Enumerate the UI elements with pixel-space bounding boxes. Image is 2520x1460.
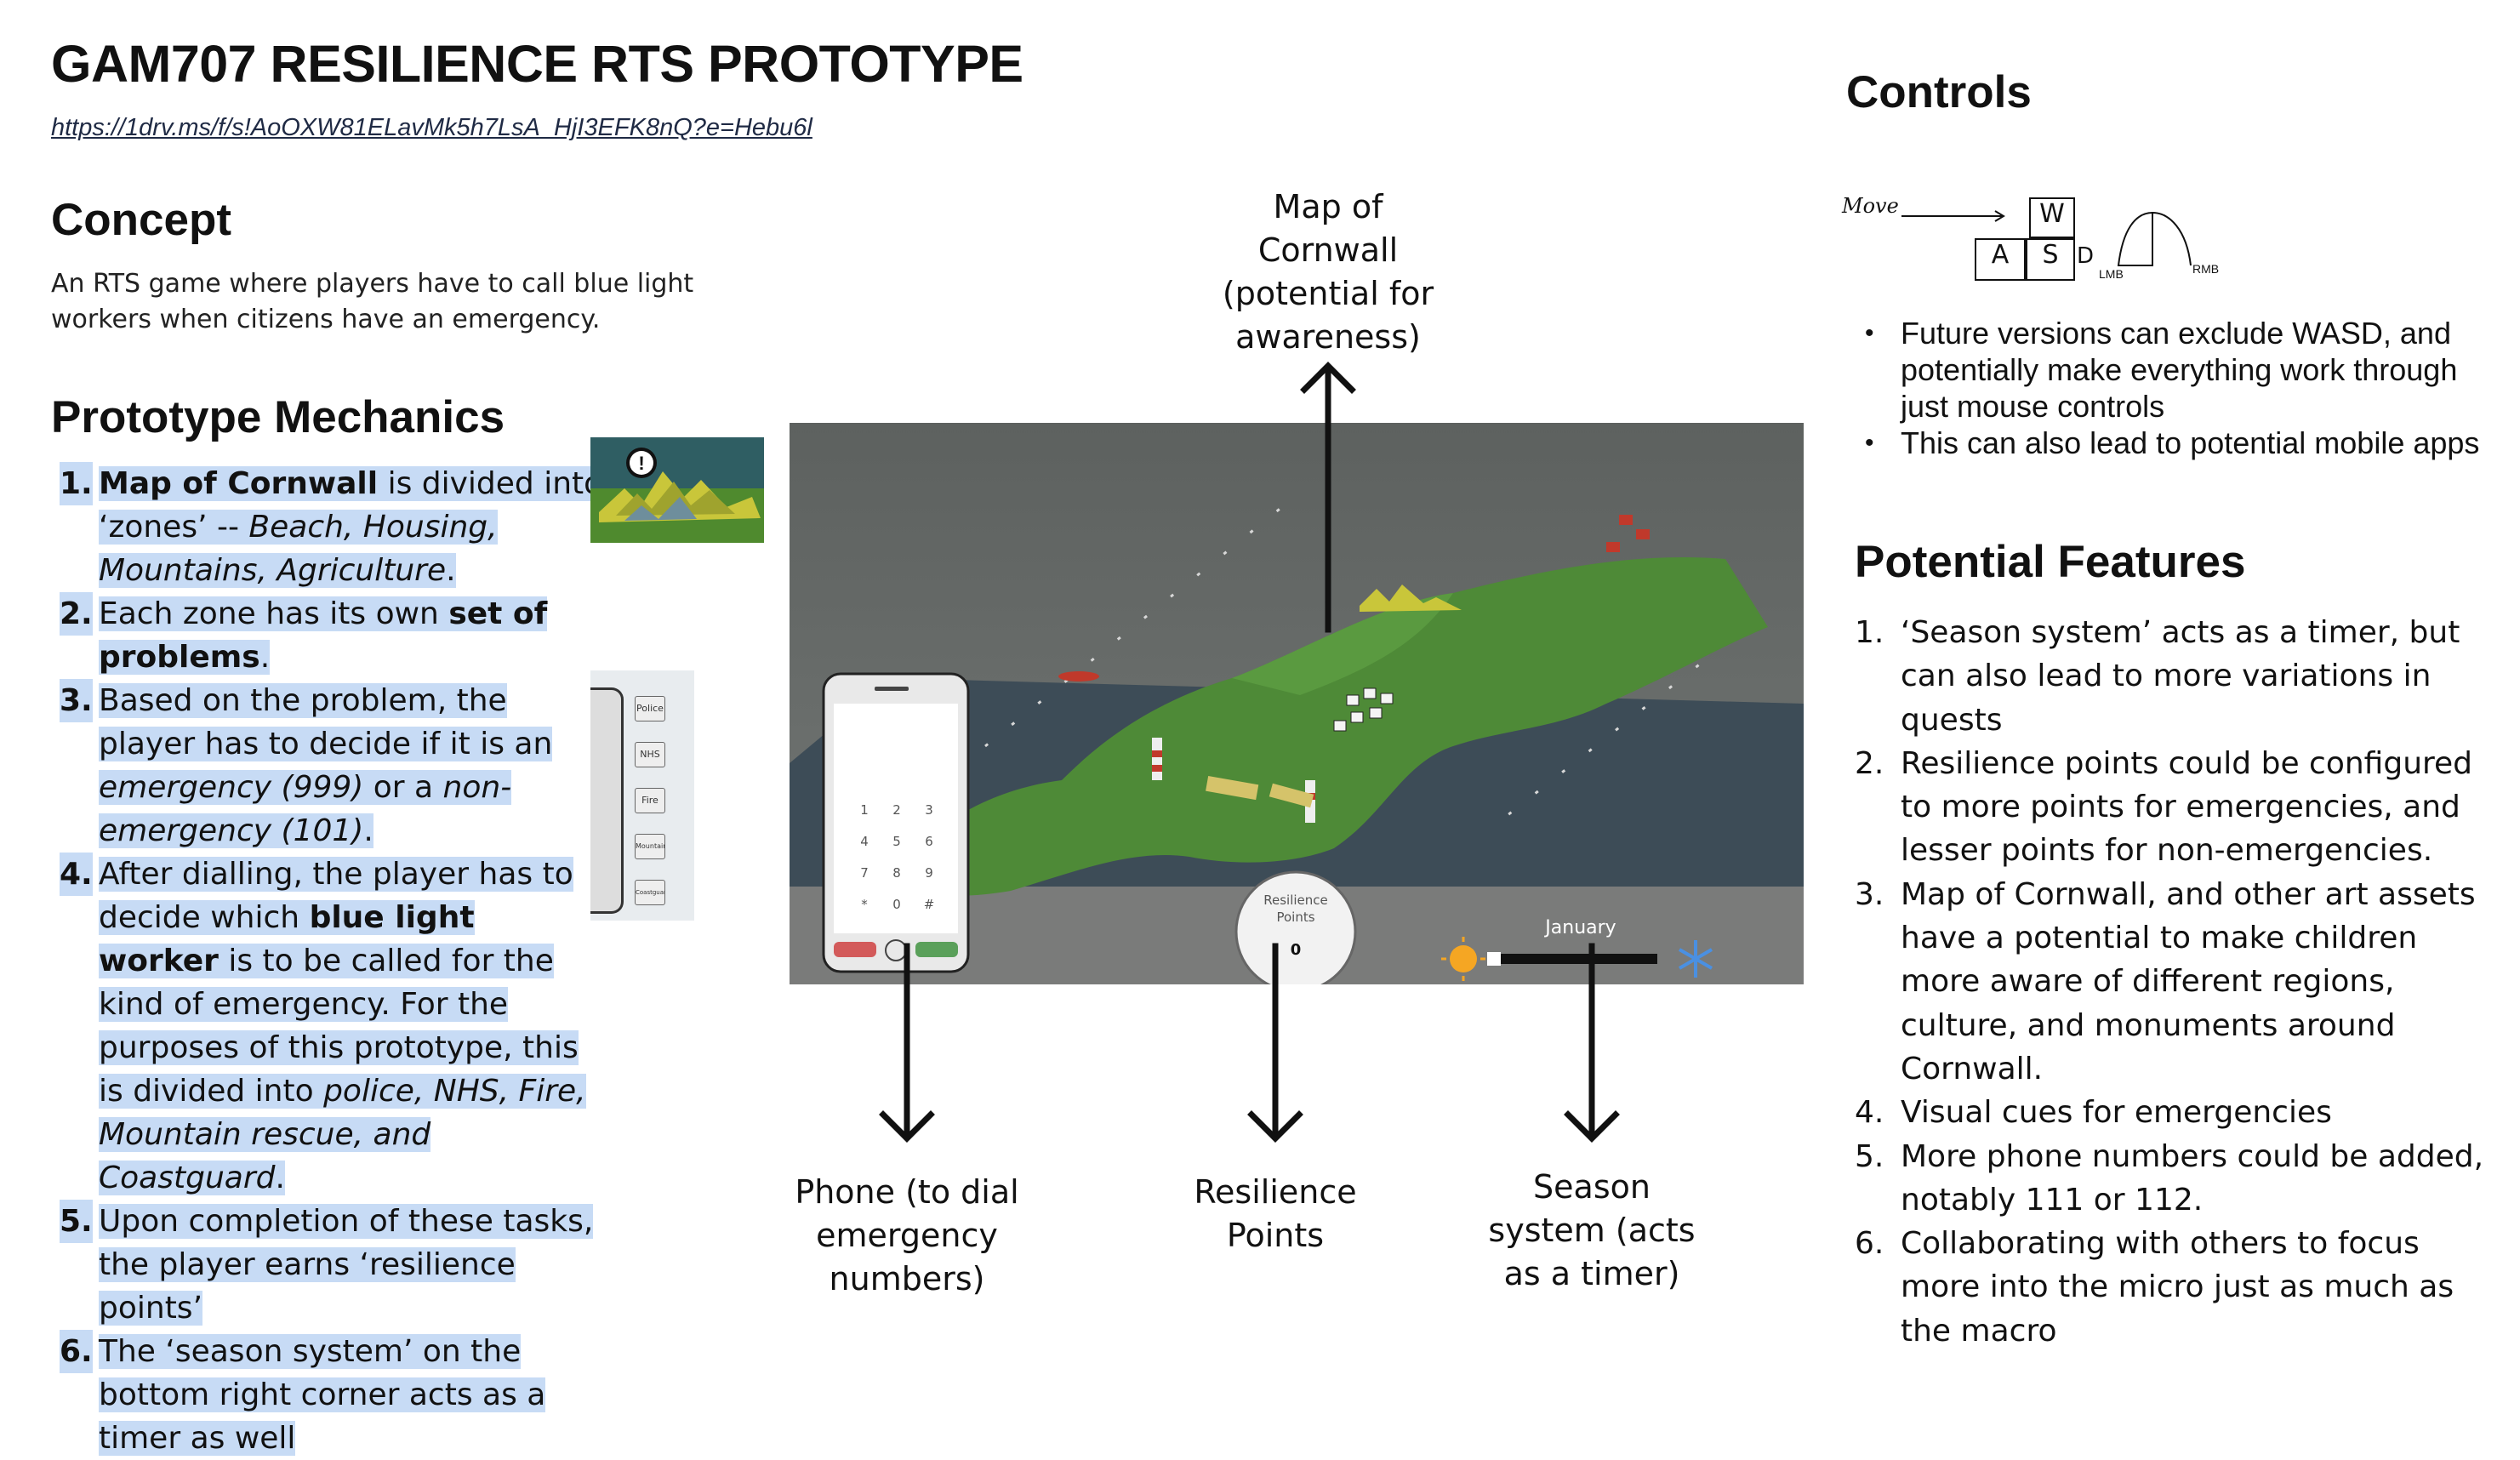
- controls-notes: Future versions can exclude WASD, and po…: [1855, 315, 2484, 461]
- features-heading: Potential Features: [1855, 537, 2246, 587]
- move-label: Move: [1842, 194, 1899, 218]
- season-month: January: [1543, 917, 1616, 938]
- rmb-shape: [2152, 211, 2192, 266]
- mountain-rescue-button: Mountain: [635, 834, 665, 859]
- phone-key: 2: [892, 802, 901, 818]
- controls-note-1: Future versions can exclude WASD, and po…: [1855, 315, 2484, 425]
- mechanic-item-6: 6. The ‘season system’ on the bottom rig…: [51, 1330, 604, 1460]
- phone-keypad: 1 2 3 4 5 6 7 8 9 * 0 #: [860, 802, 934, 912]
- phone-key: 3: [925, 802, 933, 818]
- phone-key: 5: [892, 834, 901, 849]
- feature-item-1: 1.‘Season system’ acts as a timer, but c…: [1855, 615, 2460, 738]
- lmb-shape: [2117, 211, 2153, 266]
- sun-icon: [1450, 945, 1477, 972]
- feature-item-2: 2.Resilience points could be configured …: [1855, 745, 2473, 869]
- svg-text:!: !: [638, 453, 644, 474]
- concept-text: An RTS game where players have to call b…: [51, 266, 693, 338]
- mechanic-item-3: 3. Based on the problem, the player has …: [51, 679, 604, 853]
- key-d: D: [2077, 243, 2095, 269]
- phone-key: #: [924, 897, 935, 912]
- zone-thumbnail-image: !: [590, 437, 764, 543]
- controls-note-2: This can also lead to potential mobile a…: [1855, 425, 2484, 461]
- mechanics-heading: Prototype Mechanics: [51, 392, 505, 442]
- feature-item-4: 4.Visual cues for emergencies: [1855, 1095, 2332, 1131]
- mechanics-list: 1. Map of Cornwall is divided into ‘zone…: [51, 462, 604, 1460]
- police-button: Police: [635, 696, 665, 721]
- rmb-label: RMB: [2192, 262, 2220, 276]
- season-track: [1487, 954, 1657, 964]
- phone-key: 8: [892, 865, 901, 881]
- feature-item-6: 6.Collaborating with others to focus mor…: [1855, 1226, 2454, 1349]
- housing-zone: [1606, 515, 1650, 552]
- move-arrow: [1901, 210, 2192, 266]
- coastguard-button: Coastguard: [635, 880, 665, 905]
- beach-zone: [1206, 775, 1259, 801]
- phone-overlay: [822, 672, 970, 973]
- feature-item-3: 3.Map of Cornwall, and other art assets …: [1855, 876, 2476, 1086]
- phone-key: *: [861, 897, 868, 912]
- nhs-button: NHS: [635, 742, 665, 767]
- phone-key: 1: [860, 802, 869, 818]
- onedrive-link[interactable]: https://1drv.ms/f/s!AoOXW81ELavMk5h7LsA_…: [51, 114, 812, 141]
- phone-key: 6: [925, 834, 933, 849]
- feature-item-5: 5.More phone numbers could be added, not…: [1855, 1138, 2484, 1218]
- concept-line-2: workers when citizens have an emergency.: [51, 305, 601, 334]
- phone-edge: [590, 687, 624, 914]
- fire-button: Fire: [635, 788, 665, 813]
- key-a: A: [1975, 238, 2026, 281]
- mechanic-item-5: 5. Upon completion of these tasks, the p…: [51, 1200, 604, 1330]
- boat-icon: [1058, 671, 1099, 682]
- controls-heading: Controls: [1846, 67, 2032, 117]
- mechanic-item-1: 1. Map of Cornwall is divided into ‘zone…: [51, 462, 604, 592]
- mountain-zone: [1360, 585, 1462, 612]
- mechanic-item-4: 4. After dialling, the player has to dec…: [51, 853, 604, 1200]
- resilience-points-gauge: [1234, 870, 1357, 984]
- town-zone: [1333, 687, 1394, 732]
- concept-heading: Concept: [51, 195, 231, 245]
- page-title: GAM707 RESILIENCE RTS PROTOTYPE: [51, 35, 1023, 93]
- snowflake-icon: [1678, 940, 1713, 978]
- mechanic-item-2: 2. Each zone has its own set of problems…: [51, 592, 604, 679]
- lmb-label: LMB: [2099, 267, 2124, 281]
- blue-light-buttons-thumbnail: Police NHS Fire Mountain Coastguard: [590, 670, 694, 921]
- controls-sketch: Move W A S D LMB RMB: [1842, 187, 2250, 298]
- phone-key: 9: [925, 865, 933, 881]
- sun-rays: [1441, 937, 1485, 981]
- season-progress-marker: [1487, 952, 1501, 966]
- phone-key: 7: [860, 865, 869, 881]
- key-w: W: [2029, 197, 2075, 238]
- phone-key: 0: [892, 897, 901, 912]
- features-list: 1.‘Season system’ acts as a timer, but c…: [1855, 611, 2484, 1353]
- key-s: S: [2026, 238, 2075, 281]
- resilience-value: 0: [1291, 941, 1302, 959]
- phone-key: 4: [860, 834, 869, 849]
- annotation-arrows: [879, 362, 1620, 1143]
- concept-line-1: An RTS game where players have to call b…: [51, 269, 694, 299]
